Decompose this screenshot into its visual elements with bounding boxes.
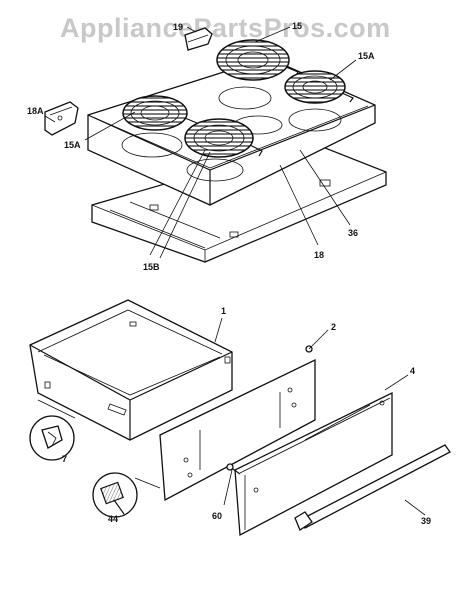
label-part-39: 39 <box>421 516 431 526</box>
label-part-15a-right: 15A <box>358 51 375 61</box>
label-part-15b: 15B <box>143 262 160 272</box>
rear-bracket-19 <box>184 27 213 51</box>
label-part-36: 36 <box>348 228 358 238</box>
label-part-1: 1 <box>221 306 226 316</box>
label-part-7: 7 <box>62 454 67 464</box>
surface-element-left-rear <box>122 95 198 131</box>
label-part-2: 2 <box>331 322 336 332</box>
watermark: AppliancePartsPros.com <box>60 13 391 43</box>
clip-part-7 <box>29 415 75 461</box>
drawer-handle <box>294 444 451 531</box>
label-part-15a-left: 15A <box>64 140 81 150</box>
label-part-60: 60 <box>212 511 222 521</box>
label-part-4: 4 <box>410 366 415 376</box>
drawer-body <box>29 299 233 441</box>
label-part-15: 15 <box>292 21 302 31</box>
drawer-assembly <box>29 299 451 537</box>
surface-element-right <box>284 70 354 104</box>
label-part-19: 19 <box>173 22 183 32</box>
screw-part-44 <box>92 472 138 518</box>
side-bracket-18a <box>44 101 79 136</box>
drawer-front <box>234 391 393 537</box>
label-part-18a: 18A <box>27 106 44 116</box>
cooktop-assembly <box>44 26 387 263</box>
surface-element-front <box>184 118 263 158</box>
screw-60 <box>226 463 241 475</box>
label-part-18: 18 <box>314 250 324 260</box>
label-part-44: 44 <box>108 514 118 524</box>
